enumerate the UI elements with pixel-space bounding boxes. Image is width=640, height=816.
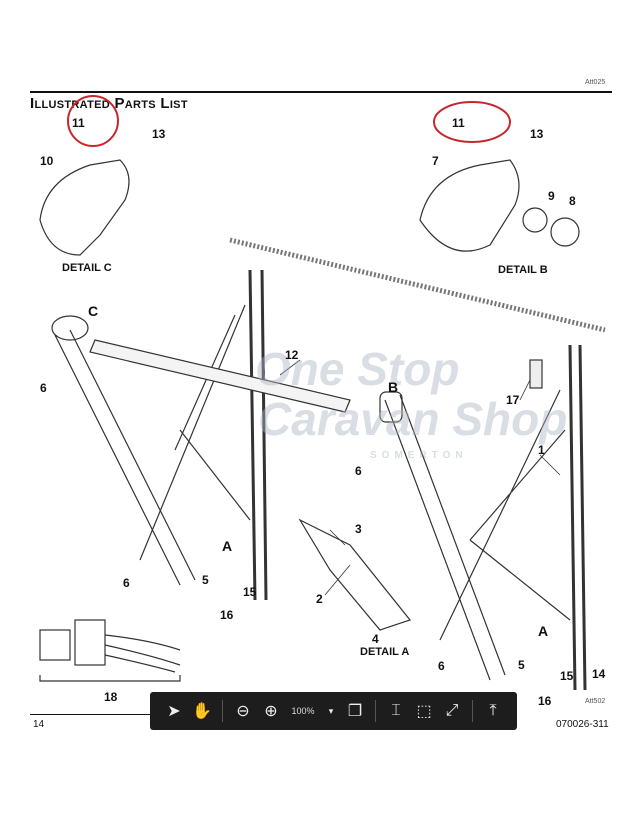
callout-c: C	[88, 303, 99, 319]
fit-page-button[interactable]: ⬚	[410, 697, 438, 725]
pages-icon: ❐	[347, 703, 363, 720]
callout-6-c: 6	[123, 576, 130, 590]
callout-9: 9	[548, 189, 555, 203]
part-18-switch	[39, 629, 71, 661]
hand-icon: ✋	[192, 703, 212, 720]
callout-6-b: 6	[355, 464, 362, 478]
part-8	[550, 217, 580, 247]
watermark-line2: Caravan Shop	[258, 393, 568, 445]
figure-ref-top: Att025	[585, 79, 606, 86]
callout-12: 12	[285, 348, 299, 362]
fit-width-button[interactable]: ⌶	[382, 697, 410, 725]
upload-tray-icon: ⤒	[489, 702, 497, 719]
callout-a-2: A	[538, 623, 549, 639]
toolbar-divider	[472, 700, 473, 722]
toolbar-divider	[222, 700, 223, 722]
page-number: 14	[33, 719, 45, 730]
download-button[interactable]: ⤒	[479, 697, 507, 725]
header-rule	[30, 91, 612, 93]
toolbar-divider	[375, 700, 376, 722]
zoom-in-button[interactable]: ⊕	[257, 697, 285, 725]
watermark-line3: SOMERTON	[370, 450, 468, 461]
right-support-rail	[568, 344, 587, 691]
callout-b: B	[388, 379, 399, 395]
callout-15-b: 15	[560, 669, 574, 683]
document-number: 070026-311	[556, 719, 609, 730]
detail-a-label: DETAIL A	[360, 646, 410, 658]
callout-17: 17	[506, 393, 520, 407]
callout-11-right: 11	[452, 116, 465, 130]
fullscreen-button[interactable]: ⤢	[438, 697, 466, 725]
callout-10: 10	[40, 154, 54, 168]
fit-page-icon: ⬚	[416, 703, 432, 720]
select-tool-button[interactable]: ➤	[160, 697, 188, 725]
highlight-circle-right	[433, 101, 511, 143]
callout-13-right: 13	[530, 127, 544, 141]
callout-6-a: 6	[40, 381, 47, 395]
callout-2: 2	[316, 592, 323, 606]
awning-rail	[229, 237, 606, 333]
detail-a-drawing	[298, 518, 412, 631]
end-cap-c	[51, 315, 89, 341]
callout-18: 18	[104, 690, 118, 704]
zoom-out-button[interactable]: ⊖	[229, 697, 257, 725]
roller-tube-12	[89, 339, 351, 413]
part-18-bracket	[39, 675, 181, 682]
detail-b-drawing	[419, 159, 520, 252]
left-support-rail	[248, 269, 268, 601]
zoom-dropdown[interactable]: ▾	[321, 697, 341, 725]
callout-5-a: 5	[202, 573, 209, 587]
callout-8: 8	[569, 194, 576, 208]
highlight-circle-left	[67, 95, 119, 147]
part-9	[522, 207, 548, 233]
fit-width-icon: ⌶	[391, 702, 401, 719]
chevron-down-icon: ▾	[328, 705, 334, 716]
part-17	[529, 359, 543, 389]
callout-11-left: 11	[72, 116, 85, 130]
callout-15-a: 15	[243, 585, 257, 599]
detail-b-label: DETAIL B	[498, 264, 548, 276]
part-18-plate	[74, 619, 106, 666]
callout-14: 14	[592, 667, 606, 681]
zoom-level[interactable]: 100%	[291, 706, 315, 716]
hand-tool-button[interactable]: ✋	[188, 697, 216, 725]
callout-4: 4	[372, 632, 379, 646]
callout-16-a: 16	[220, 608, 234, 622]
callout-6-d: 6	[438, 659, 445, 673]
callout-1: 1	[538, 443, 545, 457]
part-18-wires	[104, 634, 181, 673]
callout-a-1: A	[222, 538, 233, 554]
callout-13-left: 13	[152, 127, 166, 141]
watermark-line1: One Stop	[255, 343, 460, 395]
end-cap-b	[379, 391, 403, 423]
fullscreen-icon: ⤢	[445, 702, 459, 719]
footer-rule	[30, 714, 150, 715]
page-title: Illustrated Parts List	[30, 95, 188, 112]
left-lower-arm	[54, 329, 196, 586]
zoom-in-icon: ⊕	[264, 703, 278, 720]
cursor-arrow-icon: ➤	[167, 703, 181, 720]
callout-16-b: 16	[538, 694, 552, 708]
page-view-button[interactable]: ❐	[341, 697, 369, 725]
right-lower-arm	[384, 394, 506, 681]
callout-5-b: 5	[518, 658, 525, 672]
callout-3: 3	[355, 522, 362, 536]
detail-c-label: DETAIL C	[62, 262, 112, 274]
figure-ref-bottom: Att502	[585, 698, 606, 705]
zoom-out-icon: ⊖	[236, 703, 250, 720]
callout-7: 7	[432, 154, 439, 168]
viewer-toolbar: ➤ ✋ ⊖ ⊕ 100% ▾ ❐ ⌶ ⬚ ⤢ ⤒	[150, 692, 517, 730]
right-upper-arm	[439, 389, 571, 641]
detail-c-drawing	[39, 159, 130, 256]
left-upper-arm	[139, 304, 251, 561]
